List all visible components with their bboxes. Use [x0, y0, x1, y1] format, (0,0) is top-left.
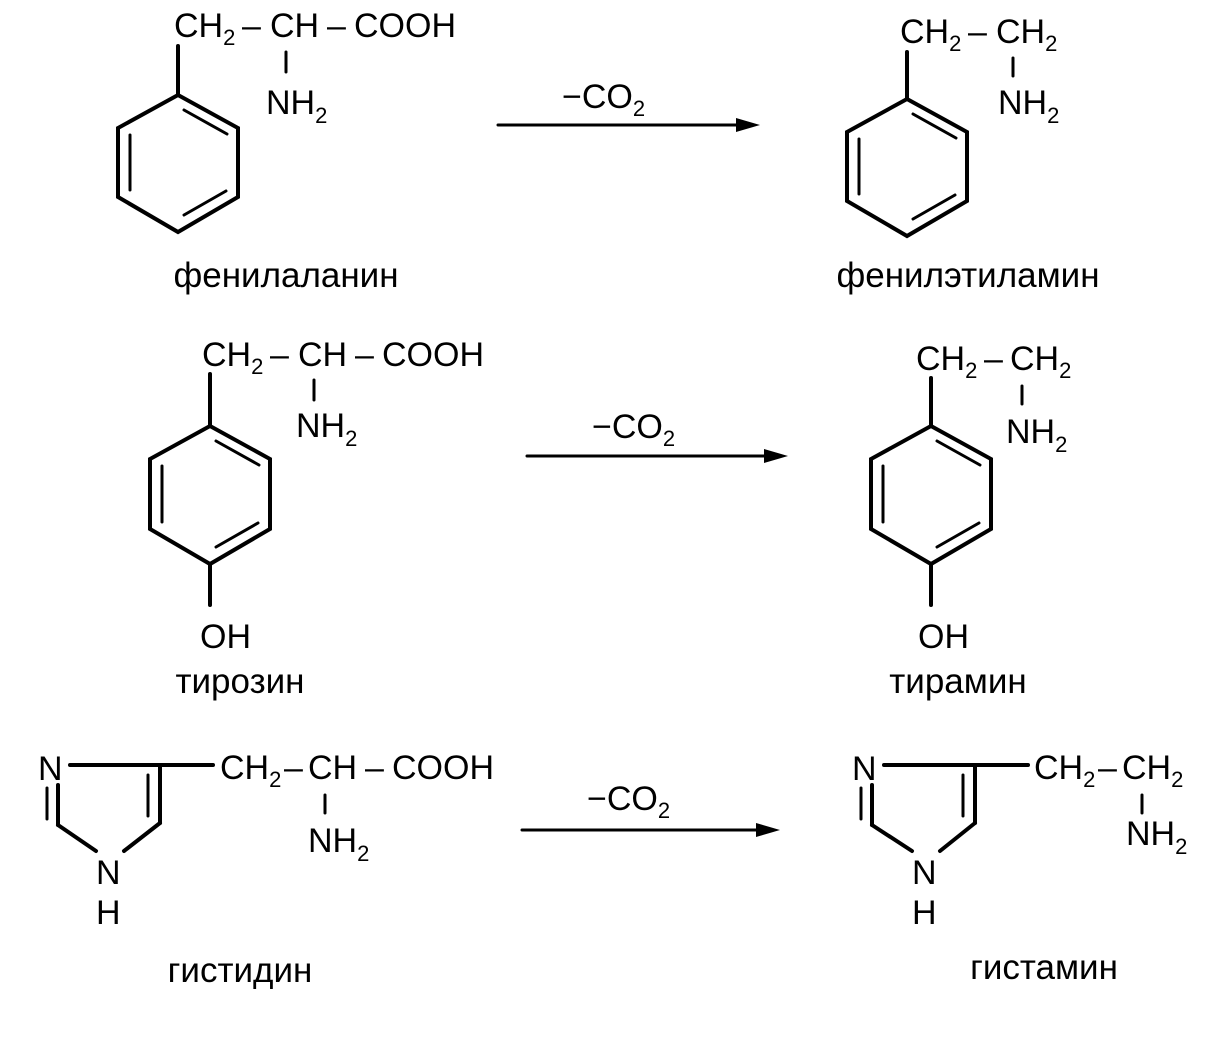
cooh-group: COOH — [354, 7, 456, 45]
ch-group: CH — [270, 7, 319, 45]
ch-group: CH — [298, 336, 347, 374]
nh2-group: NH2 — [1126, 815, 1187, 859]
cooh-group: COOH — [392, 749, 494, 787]
reactant-name: гистидин — [168, 951, 313, 990]
bond-dash: – — [242, 7, 261, 45]
arrow-label: −CO2 — [587, 780, 670, 823]
arrow-label: −CO2 — [592, 408, 675, 451]
product-name: гистамин — [970, 948, 1118, 987]
benzene-ring — [845, 96, 969, 239]
ch2-group: CH2 — [916, 340, 977, 383]
oh-group: OH — [200, 618, 251, 656]
ch2-group: CH2 — [1034, 749, 1095, 792]
benzene-ring — [148, 423, 272, 567]
phenylethylamine-structure: CH2 – CH2 NH2 — [845, 13, 1059, 239]
ring-bond — [870, 823, 914, 853]
ring-double-bond — [911, 112, 958, 140]
tyrosine-structure: CH2 – CH – COOH NH2 OH — [148, 336, 484, 656]
bond-dash: – — [284, 749, 303, 787]
ring-nitrogen: N — [96, 854, 121, 892]
bond-dash: – — [365, 749, 384, 787]
reaction-2: CH2 – CH – COOH NH2 OH тирозин −CO2 CH2 … — [148, 336, 1071, 701]
ring-double-bond — [182, 108, 229, 136]
histamine-structure: N N H CH2 – CH2 NH2 — [852, 749, 1187, 932]
benzene-ring — [869, 423, 993, 567]
reaction-arrow: −CO2 — [525, 408, 788, 463]
oh-group: OH — [918, 618, 969, 656]
arrow-label: −CO2 — [562, 78, 645, 121]
bond-dash: – — [1098, 749, 1117, 787]
ring-nitrogen: N — [912, 854, 937, 892]
bond-dash: – — [968, 13, 987, 51]
reaction-1: CH2 – CH – COOH NH2 фенилаланин −CO2 CH2… — [116, 7, 1100, 295]
reactant-name: фенилаланин — [173, 256, 398, 295]
nh2-group: NH2 — [998, 84, 1059, 128]
histidine-structure: N N H CH2 – CH – COOH NH2 — [38, 749, 494, 932]
product-name: тирамин — [889, 662, 1026, 701]
reaction-arrow: −CO2 — [496, 78, 760, 132]
ring-double-bond — [935, 521, 981, 549]
ch2-group: CH2 — [1122, 749, 1183, 792]
ch2-group: CH2 — [900, 13, 961, 56]
nh-hydrogen: H — [96, 894, 121, 932]
ch2-group: CH2 — [220, 749, 281, 792]
ch2-group: CH2 — [1010, 340, 1071, 383]
benzene-ring — [116, 92, 240, 235]
nh2-group: NH2 — [296, 407, 357, 451]
ring-nitrogen: N — [38, 750, 63, 788]
bond-dash: – — [270, 336, 289, 374]
ch2-group: CH2 — [202, 336, 263, 379]
nh2-group: NH2 — [308, 822, 369, 866]
nh2-group: NH2 — [1006, 413, 1067, 457]
ring-double-bond — [935, 439, 982, 467]
bond-dash: – — [327, 7, 346, 45]
ch-group: CH — [308, 749, 357, 787]
reaction-arrow: −CO2 — [520, 780, 780, 837]
tyramine-structure: CH2 – CH2 NH2 OH — [869, 340, 1071, 656]
ring-bond — [56, 823, 98, 853]
reactant-name: тирозин — [175, 662, 304, 701]
phenylalanine-structure: CH2 – CH – COOH NH2 — [116, 7, 456, 235]
ch2-group: CH2 — [996, 13, 1057, 56]
ring-bond — [122, 821, 162, 853]
reaction-3: N N H CH2 – CH – COOH NH2 гистидин −CO2 — [38, 749, 1187, 990]
ring-double-bond — [911, 193, 957, 221]
ring-double-bond — [182, 189, 228, 217]
ring-nitrogen: N — [852, 750, 877, 788]
bond-dash: – — [984, 340, 1003, 378]
bond-dash: – — [355, 336, 374, 374]
ring-bond — [938, 821, 977, 853]
ring-double-bond — [214, 521, 260, 549]
ring-double-bond — [214, 439, 261, 467]
cooh-group: COOH — [382, 336, 484, 374]
nh2-group: NH2 — [266, 84, 327, 128]
nh-hydrogen: H — [912, 894, 937, 932]
product-name: фенилэтиламин — [836, 256, 1099, 295]
ch2-group: CH2 — [174, 7, 235, 50]
